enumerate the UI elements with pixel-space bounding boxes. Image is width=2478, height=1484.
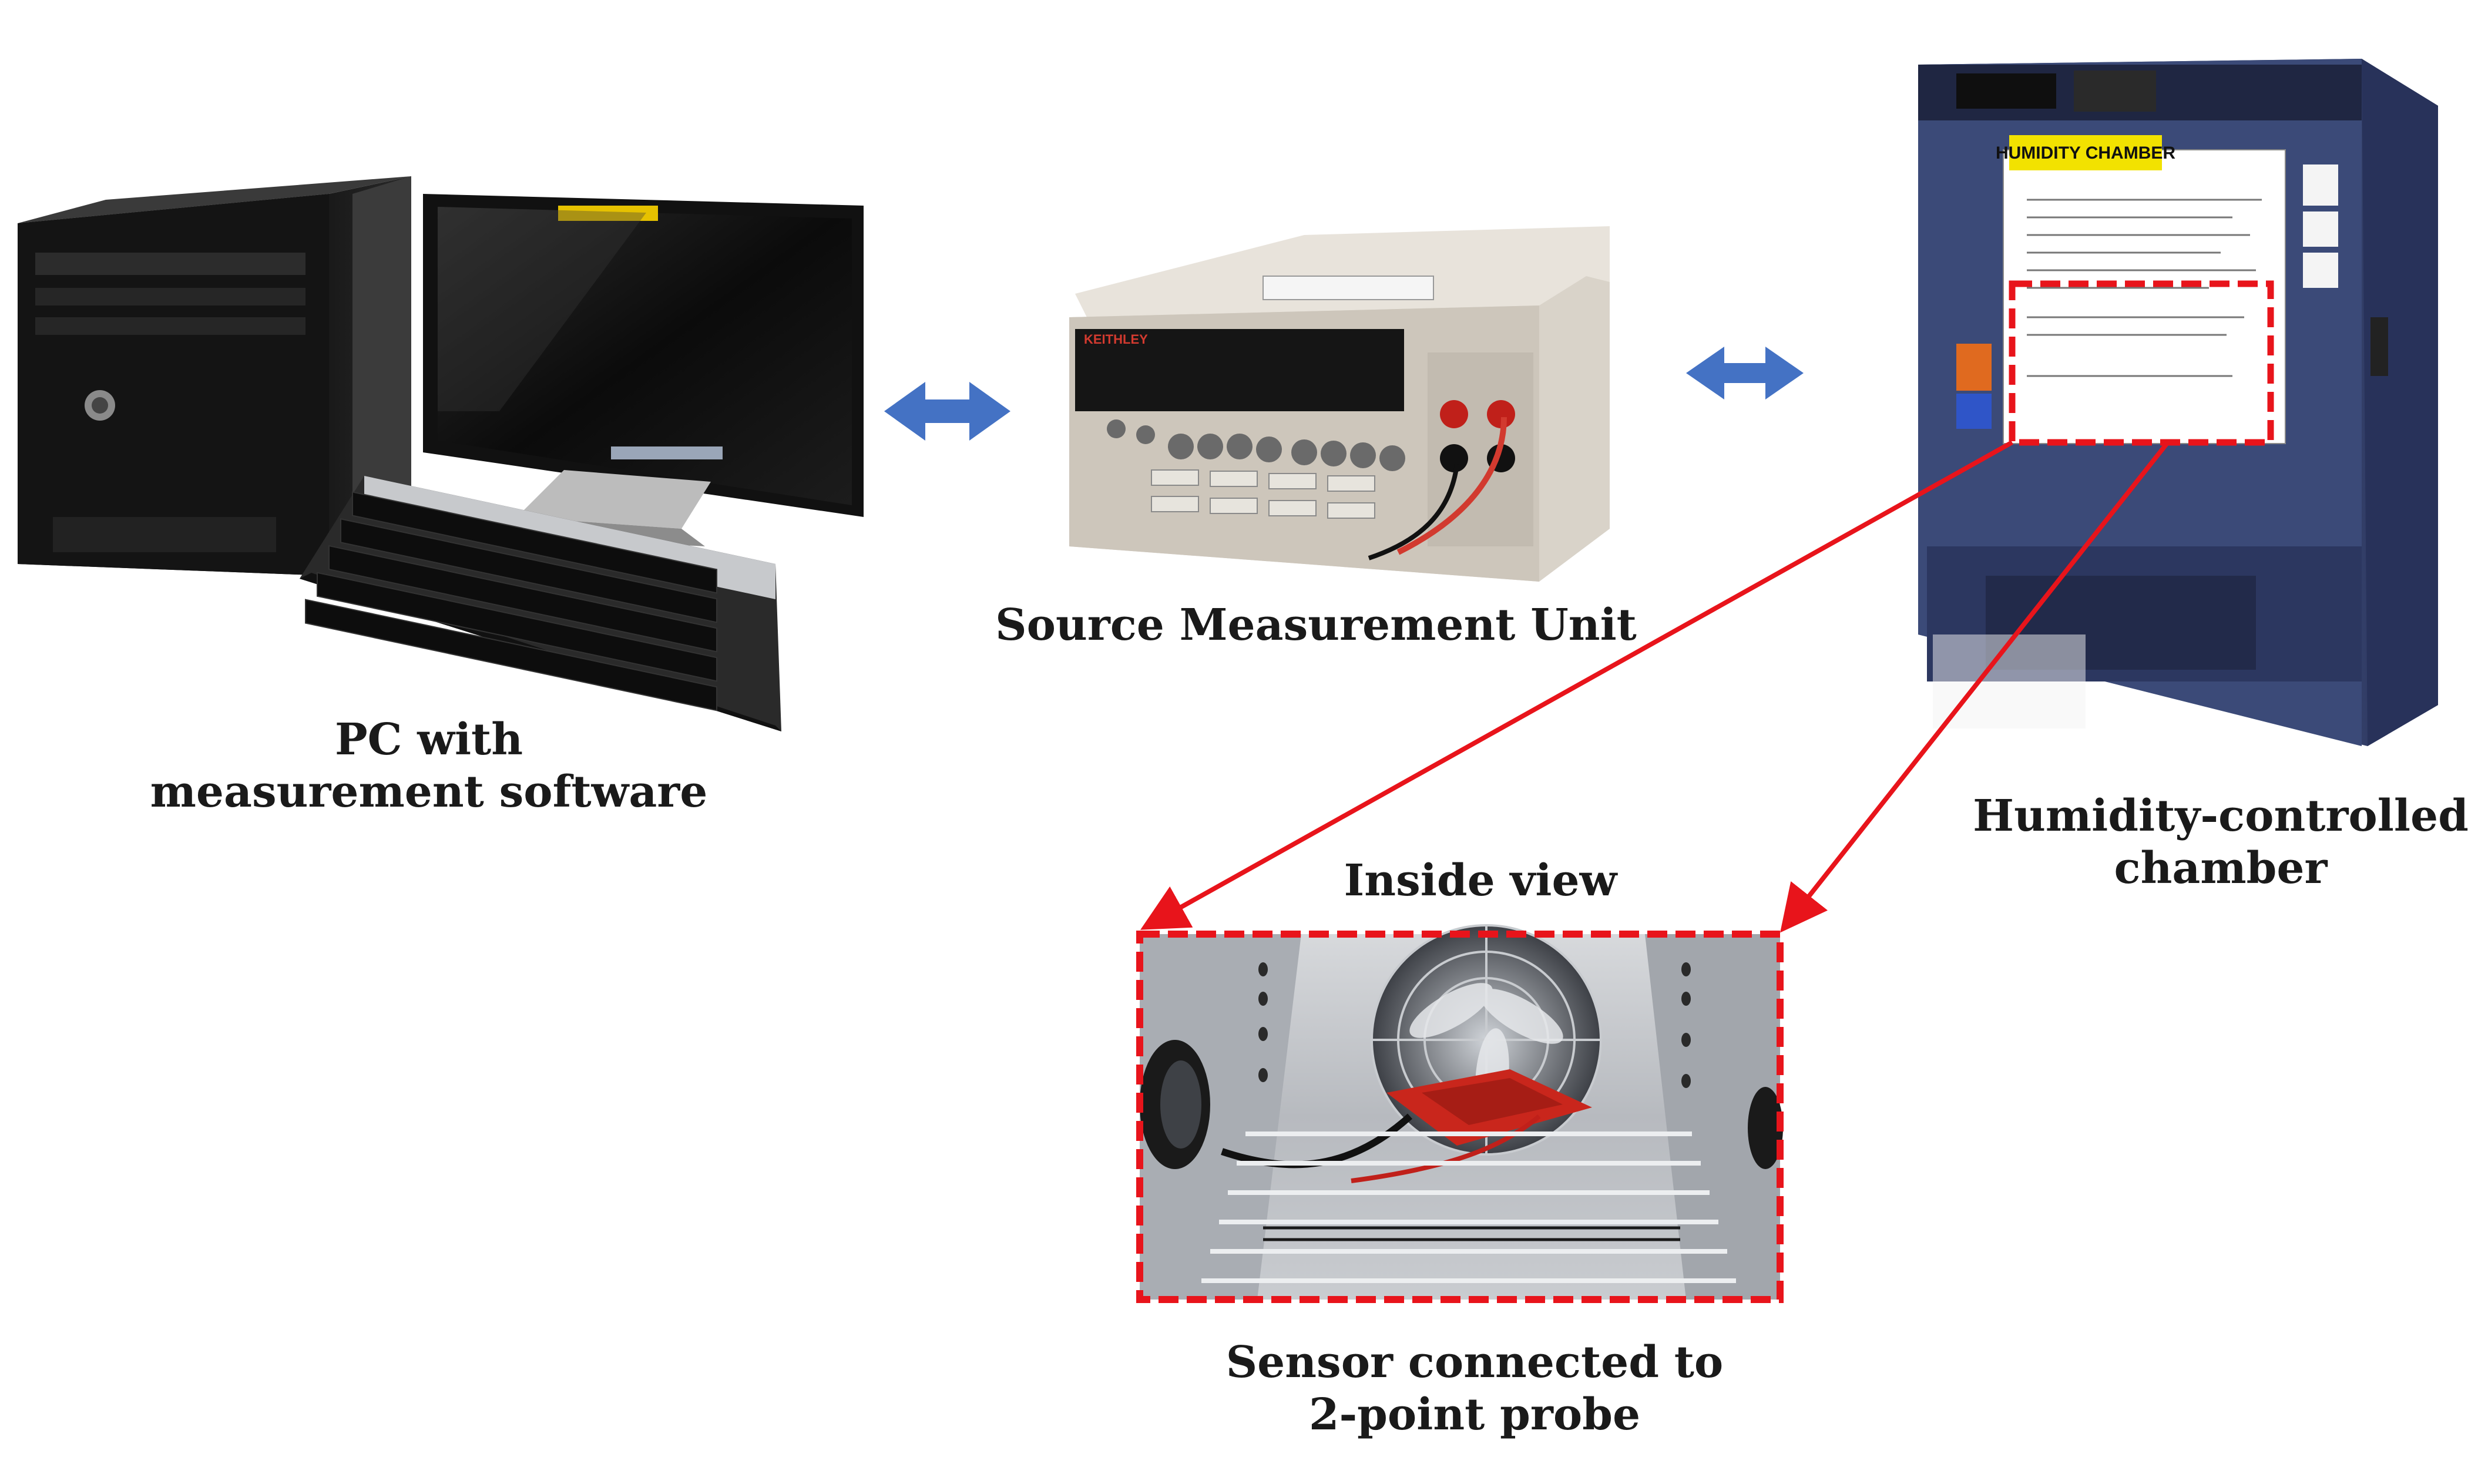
smu-brand-text: KEITHLEY xyxy=(1084,332,1148,347)
inside-view-picture xyxy=(1136,924,1784,1303)
caption-pc-line1: PC with xyxy=(334,714,523,765)
caption-chamber-line2: chamber xyxy=(2114,842,2328,894)
caption-chamber: Humidity-controlled chamber xyxy=(1939,790,2478,895)
caption-sensor: Sensor connected to 2-point probe xyxy=(1151,1337,1798,1441)
caption-inside-view-text: Inside view xyxy=(1344,855,1617,906)
chamber-sign-text: HUMIDITY CHAMBER xyxy=(1996,143,2175,163)
chamber-sign xyxy=(2009,135,2162,170)
caption-inside-view: Inside view xyxy=(1275,855,1686,907)
pc-picture xyxy=(18,176,864,731)
pc-keyboard xyxy=(300,476,781,731)
pc-tower xyxy=(18,176,411,576)
caption-chamber-line1: Humidity-controlled xyxy=(1973,791,2469,841)
chamber-highlight-box xyxy=(2009,280,2274,446)
double-arrow-pc-smu xyxy=(884,382,1010,441)
caption-sensor-line1: Sensor connected to xyxy=(1225,1337,1724,1388)
smu-picture: KEITHLEY xyxy=(1069,226,1610,582)
caption-smu: Source Measurement Unit xyxy=(963,599,1668,652)
right-pointer-arrow xyxy=(1780,441,2170,933)
inside-view-arrows xyxy=(1140,440,2170,933)
caption-pc: PC with measurement software xyxy=(135,714,723,818)
pc-monitor xyxy=(423,194,864,546)
inside-view-border xyxy=(1136,931,1784,1303)
caption-pc-line2: measurement software xyxy=(150,766,708,817)
caption-sensor-line2: 2-point probe xyxy=(1308,1389,1641,1440)
caption-smu-text: Source Measurement Unit xyxy=(995,600,1637,650)
left-pointer-arrow xyxy=(1140,440,2013,930)
chamber-picture: HUMIDITY CHAMBER xyxy=(1918,59,2438,746)
double-arrow-smu-chamber xyxy=(1686,347,1804,399)
